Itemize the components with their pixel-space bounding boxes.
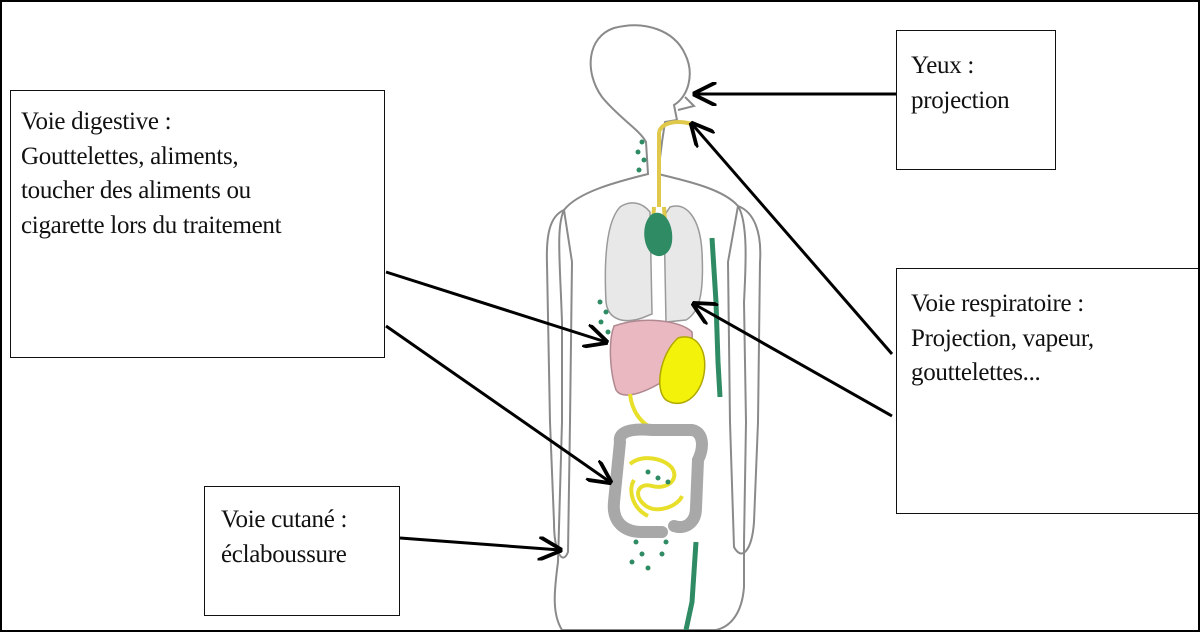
digestive-line-3: cigarette lors du traitement	[21, 209, 374, 244]
respiratory-line-1: Projection, vapeur,	[911, 322, 1187, 357]
skin-line-1: éclaboussure	[221, 538, 383, 573]
skin-arrow	[400, 538, 560, 550]
skin-title: Voie cutané :	[221, 503, 383, 538]
respiratory-line-2: gouttelettes...	[911, 356, 1187, 391]
digestive-title: Voie digestive :	[21, 105, 374, 140]
digestive-route-box: Voie digestive : Gouttelettes, aliments,…	[10, 90, 385, 358]
skin-route-box: Voie cutané : éclaboussure	[204, 486, 400, 616]
respiratory-route-box: Voie respiratoire : Projection, vapeur, …	[896, 268, 1200, 514]
eyes-line-1: projection	[911, 84, 1041, 119]
left-lung	[605, 203, 652, 321]
eyes-title: Yeux :	[911, 49, 1041, 84]
eyes-route-box: Yeux : projection	[896, 30, 1056, 170]
digestive-line-1: Gouttelettes, aliments,	[21, 140, 374, 175]
digestive-line-2: toucher des aliments ou	[21, 174, 374, 209]
respiratory-title: Voie respiratoire :	[911, 287, 1187, 322]
